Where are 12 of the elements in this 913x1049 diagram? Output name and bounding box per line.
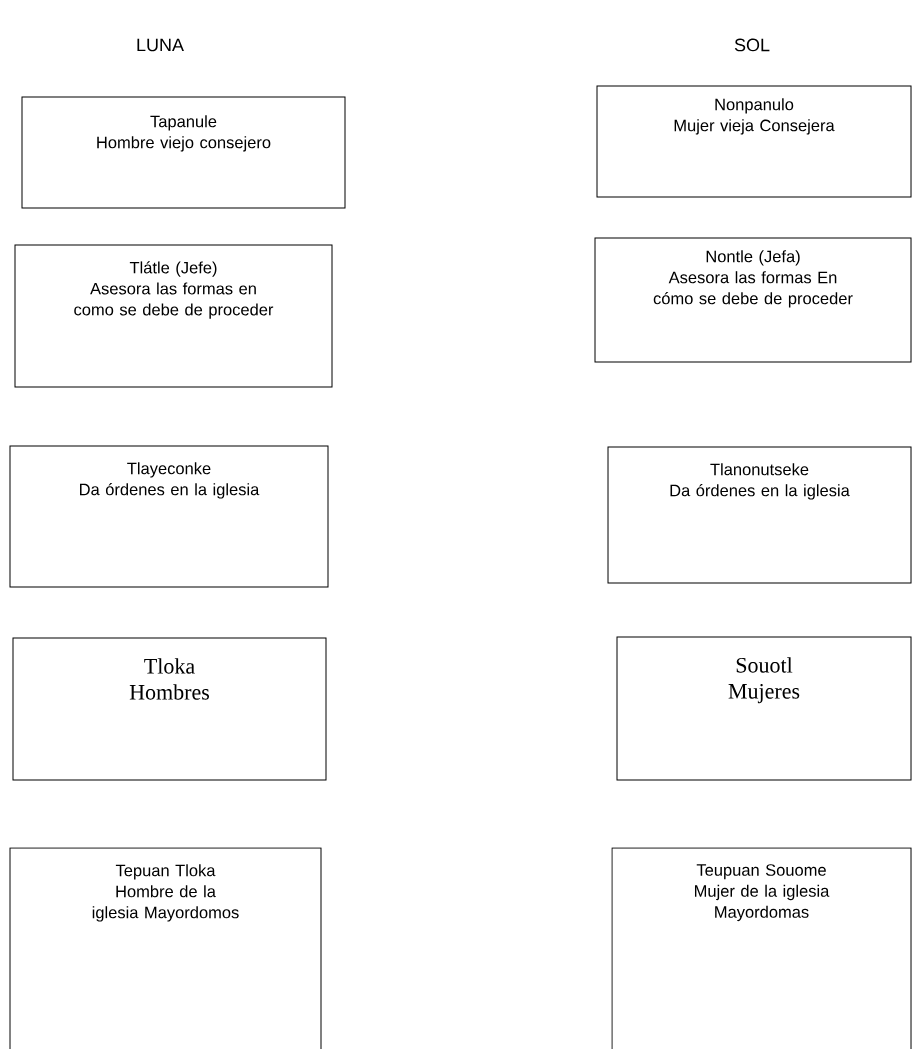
text-box: Tapanule Hombre viejo consejero (21, 96, 346, 209)
column-heading: LUNA (137, 38, 184, 52)
text-box: Tepuan Tloka Hombre de la iglesia Mayordomos (9, 847, 322, 1049)
text-box: Tlanonutseke Da órdenes en la iglesia (607, 446, 912, 584)
text-box: Tlayeconke Da órdenes en la iglesia (9, 445, 329, 588)
text-box: Nontle (Jefa) Asesora las formas En cómo se debe de proceder (594, 237, 912, 363)
text-box: Nonpanulo Mujer vieja Consejera (596, 85, 912, 198)
column-heading: SOL (734, 38, 770, 52)
text-box: Teupuan Souome Mujer de la iglesia Mayordomas (611, 847, 912, 1049)
text-box: Tloka Hombres (12, 637, 327, 781)
text-box: Souotl Mujeres (616, 636, 912, 781)
text-box: Tlátle (Jefe) Asesora las formas en como se debe de proceder (14, 244, 333, 388)
